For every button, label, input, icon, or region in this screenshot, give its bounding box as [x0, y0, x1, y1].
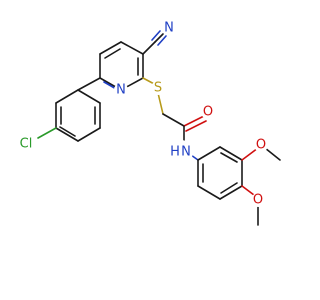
atom-labels: Cl S N N O N H O O [17, 21, 268, 208]
sulfur-atom: S [151, 81, 165, 96]
nitrile-group [142, 30, 167, 55]
amide-nitrogen-atom: N H [169, 140, 193, 164]
s-ch2-bond [157, 92, 164, 115]
molecule-structure: Cl S N N O N H O O [17, 20, 281, 226]
dimethoxyphenyl-ring [197, 146, 243, 200]
carbonyl-oxygen-atom: O [201, 105, 215, 120]
methoxy-oxygen-atom-2: O [251, 193, 265, 208]
chlorophenyl-ring [55, 89, 101, 142]
methoxy-oxygen-label-2: O [253, 193, 263, 208]
sulfur-label: S [154, 81, 162, 96]
ch2-carbonyl-bond [162, 113, 185, 127]
o-methyl-bond-1 [264, 147, 281, 161]
chlorine-label: Cl [20, 137, 33, 152]
aryl-o-bond-1 [241, 147, 259, 161]
carbonyl-double-bond-a [183, 115, 205, 127]
methoxy-oxygen-atom-1: O [254, 138, 268, 153]
carbonyl-oxygen-label: O [203, 105, 213, 120]
nitrile-nitrogen-atom: N [162, 21, 176, 36]
methoxy-oxygen-label-1: O [256, 138, 266, 153]
bonds [37, 30, 281, 226]
pyridine-ring [77, 41, 144, 91]
carbonyl-double-bond-b [185, 120, 207, 132]
chlorine-atom: Cl [17, 135, 35, 153]
amide-nitrogen-label: N [181, 145, 191, 160]
pyridine-nitrogen-atom: N [114, 83, 128, 98]
pyridine-nitrogen-label: N [116, 83, 126, 98]
c-cl-bond [37, 127, 57, 139]
amide-hydrogen-label: H [170, 145, 180, 160]
nitrile-nitrogen-label: N [164, 21, 174, 36]
